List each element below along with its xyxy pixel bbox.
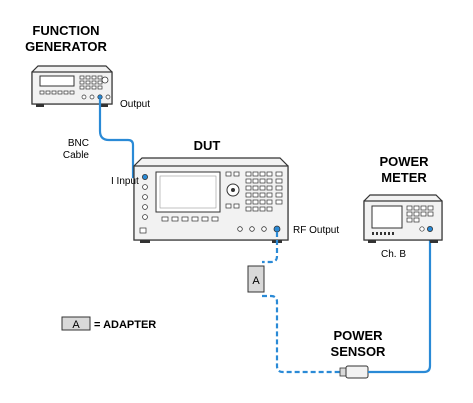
power-sensor-cable [368,232,432,374]
function-generator-instrument [31,65,113,107]
power-meter-title-line1: POWER [379,154,429,169]
power-meter-title-line2: METER [381,170,427,185]
power-meter-instrument [363,194,443,243]
function-generator-title-line1: FUNCTION [32,23,99,38]
adapter-legend: A = ADAPTER [61,316,156,331]
function-generator-output-label: Output [120,99,150,110]
adapter-label: A [252,275,260,287]
power-sensor [339,365,369,379]
dut-i-input-label: I Input [111,176,139,187]
bnc-cable-label-line2: Cable [63,150,90,161]
bnc-cable [98,99,140,179]
dut-instrument [133,157,289,243]
legend-adapter-text: = ADAPTER [94,319,156,331]
adapter: A [247,265,265,293]
power-sensor-title-line1: POWER [333,328,383,343]
dut-title: DUT [194,138,221,153]
power-meter-ch-b-label: Ch. B [381,249,406,260]
dut-rf-output-label: RF Output [293,225,339,236]
bnc-cable-label-line1: BNC [68,138,89,149]
function-generator-title-line2: GENERATOR [25,39,107,54]
rf-output-dashed-cable [262,232,340,374]
legend-adapter-symbol: A [72,319,80,331]
power-sensor-title-line2: SENSOR [331,344,387,359]
